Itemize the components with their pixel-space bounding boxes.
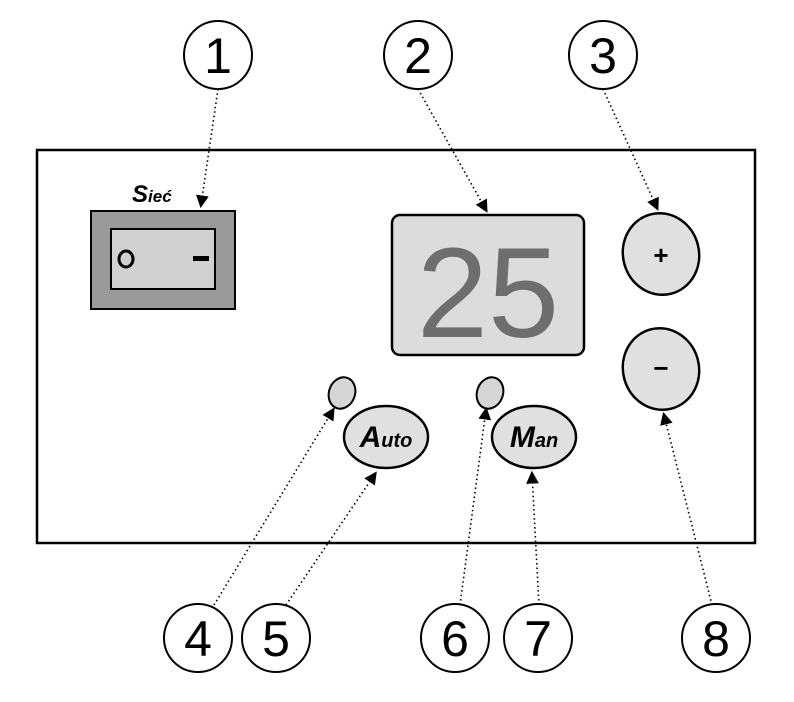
callout-2: 2 (383, 20, 453, 90)
callout-3: 3 (568, 20, 638, 90)
switch-off-symbol (117, 249, 135, 269)
display-value: 25 (417, 222, 559, 365)
callout-6: 6 (420, 603, 490, 673)
svg-text:3: 3 (589, 28, 617, 84)
svg-text:7: 7 (524, 611, 552, 667)
callout-7: 7 (503, 603, 573, 673)
callout-5: 5 (241, 603, 311, 673)
power-switch[interactable] (90, 210, 236, 310)
plus-symbol: + (653, 240, 668, 270)
svg-text:2: 2 (404, 28, 432, 84)
minus-button[interactable]: − (614, 320, 709, 419)
auto-led (327, 376, 357, 410)
auto-label: Auto (359, 421, 413, 454)
leader-8 (660, 411, 713, 606)
svg-text:5: 5 (262, 611, 290, 667)
temperature-display (390, 213, 586, 357)
auto-button[interactable]: Auto (342, 404, 430, 470)
leader-2 (417, 88, 488, 213)
svg-text:8: 8 (702, 611, 730, 667)
plus-button[interactable]: + (614, 205, 709, 304)
leader-3 (602, 88, 659, 211)
leader-6 (459, 406, 492, 606)
manual-label: Man (510, 421, 558, 454)
leader-4 (213, 407, 335, 606)
svg-text:4: 4 (184, 611, 212, 667)
svg-text:6: 6 (441, 611, 469, 667)
leader-5 (285, 471, 377, 606)
callout-4: 4 (163, 603, 233, 673)
callout-8: 8 (681, 603, 751, 673)
minus-symbol: − (653, 353, 668, 383)
switch-label: Sieć (132, 181, 172, 208)
callout-1: 1 (183, 20, 253, 90)
svg-text:1: 1 (204, 28, 232, 84)
switch-on-symbol (193, 256, 209, 261)
leader-1 (196, 88, 219, 209)
manual-button[interactable]: Man (490, 404, 578, 470)
leader-7 (526, 470, 540, 606)
